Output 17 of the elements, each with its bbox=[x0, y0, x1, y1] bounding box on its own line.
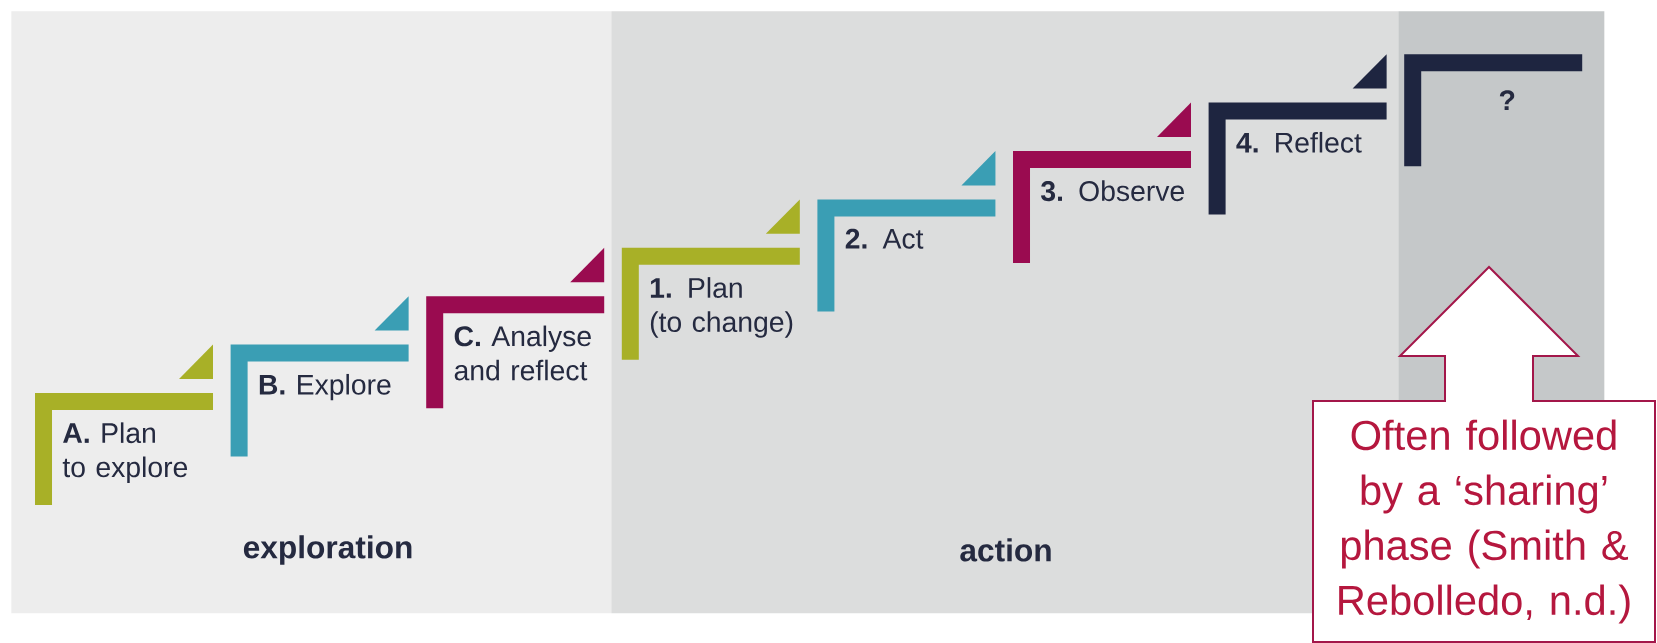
step: 3. Observe bbox=[1013, 151, 1191, 263]
block-arrow bbox=[1397, 265, 1581, 403]
step-triangle bbox=[765, 199, 800, 234]
step: C. Analyse and reflect bbox=[426, 296, 605, 409]
step: B. Explore bbox=[230, 344, 409, 457]
step-triangle bbox=[570, 247, 605, 283]
step: 1. Plan (to change) bbox=[621, 247, 800, 360]
step: A. Plan to explore bbox=[35, 393, 213, 505]
step-triangle bbox=[961, 151, 996, 186]
step-triangle bbox=[179, 344, 213, 379]
step: 4. Reflect bbox=[1208, 102, 1387, 215]
step: ? bbox=[1404, 54, 1583, 167]
step: 2. Act bbox=[817, 199, 996, 312]
step-triangle bbox=[1157, 102, 1191, 137]
step-triangle bbox=[374, 296, 409, 331]
step-triangle bbox=[1352, 54, 1387, 89]
callout-box: Often followed by a ‘sharing’ phase (Smith & Rebolledo, n.d.) bbox=[1312, 400, 1656, 643]
